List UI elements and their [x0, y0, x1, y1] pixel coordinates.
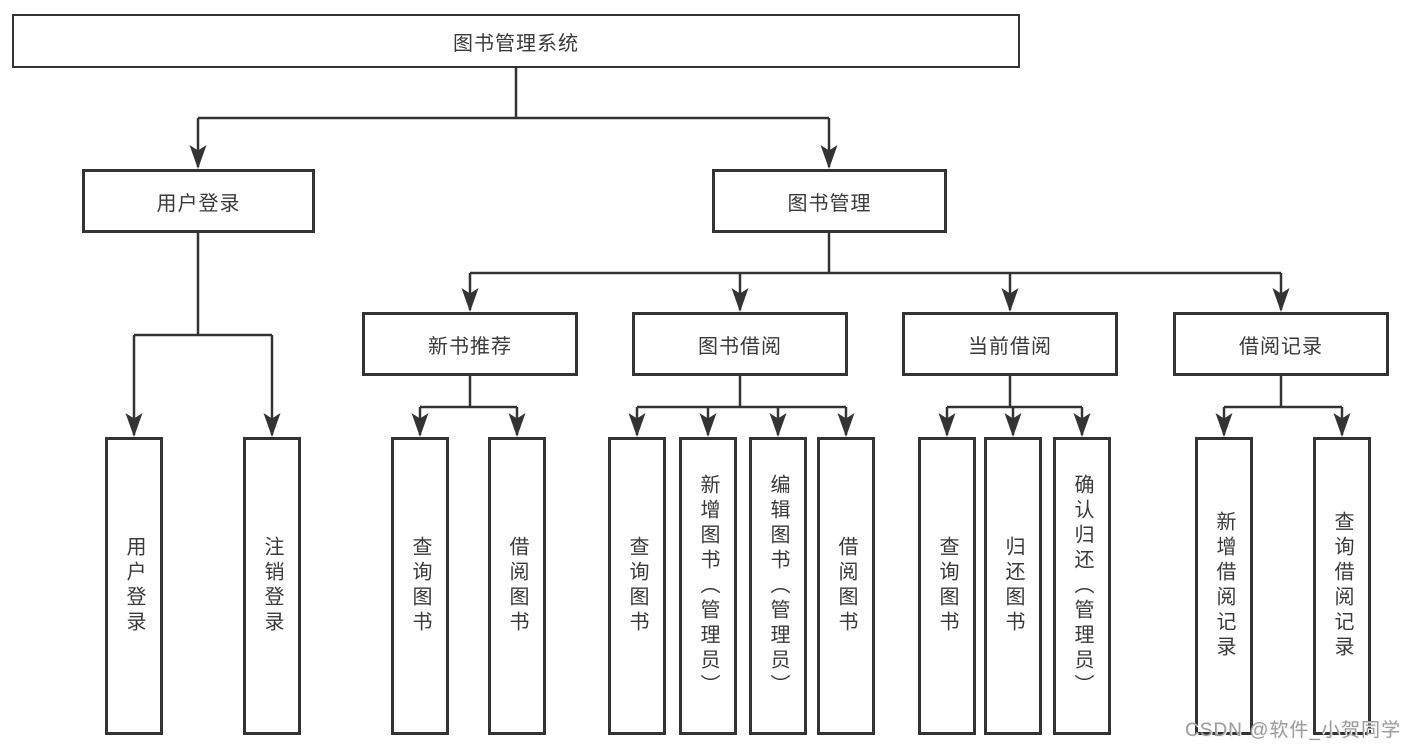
- leaf-edit-books-admin: 编辑图书（管理员）: [749, 437, 807, 735]
- leaf-query-books-borrowing: 查询图书: [608, 437, 666, 735]
- node-current-borrowing: 当前借阅: [902, 312, 1118, 376]
- leaf-user-login: 用户登录: [105, 437, 163, 735]
- csdn-watermark: CSDN @软件_小贺同学: [1185, 720, 1401, 741]
- node-user-login: 用户登录: [82, 169, 315, 233]
- leaf-return-books: 归还图书: [984, 437, 1042, 735]
- node-book-management: 图书管理: [712, 169, 947, 233]
- leaf-borrow-books-recommend: 借阅图书: [488, 437, 546, 735]
- node-new-book-recommend: 新书推荐: [362, 312, 578, 376]
- leaf-query-borrow-record: 查询借阅记录: [1313, 437, 1371, 735]
- leaf-confirm-return-admin: 确认归还（管理员）: [1053, 437, 1111, 735]
- node-library-management-system: 图书管理系统: [12, 14, 1020, 68]
- leaf-borrow-books: 借阅图书: [817, 437, 875, 735]
- arrowheads: [125, 145, 1351, 437]
- leaf-query-books-recommend: 查询图书: [391, 437, 449, 735]
- node-borrowing-records: 借阅记录: [1173, 312, 1389, 376]
- leaf-add-borrow-record: 新增借阅记录: [1195, 437, 1253, 735]
- node-book-borrowing: 图书借阅: [632, 312, 848, 376]
- leaf-logout: 注销登录: [243, 437, 301, 735]
- leaf-add-books-admin: 新增图书（管理员）: [679, 437, 737, 735]
- leaf-query-books-current: 查询图书: [918, 437, 976, 735]
